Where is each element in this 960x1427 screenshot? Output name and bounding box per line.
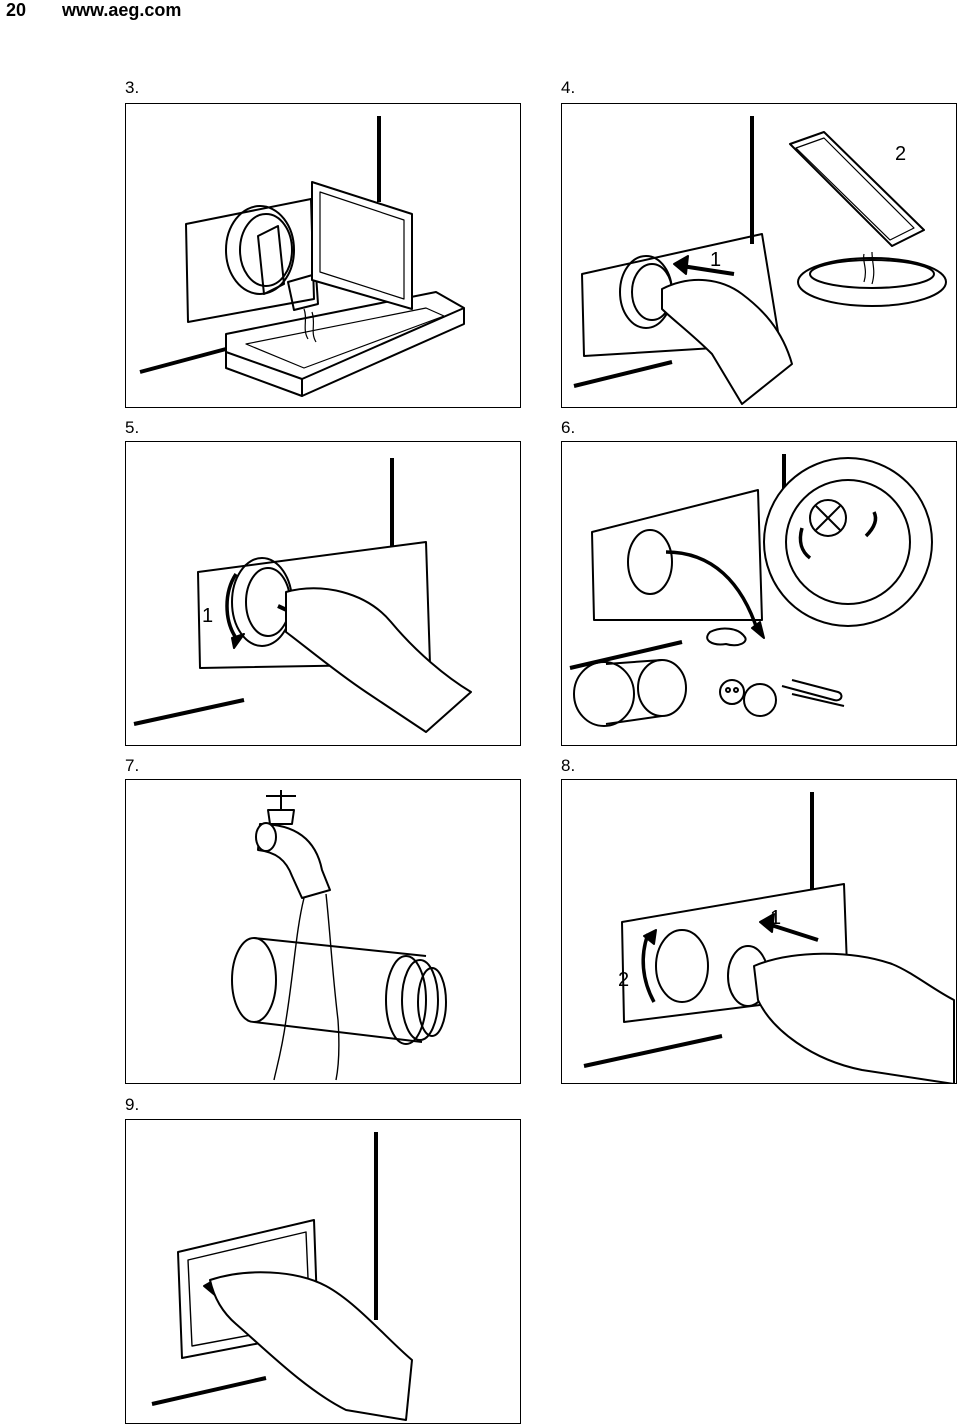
filter-icon: [573, 659, 687, 727]
step-3-illustration: [125, 103, 521, 408]
step-5-illustration: 1 2: [125, 441, 521, 746]
step-9-label: 9.: [125, 1095, 140, 1114]
arrow-icon: [759, 913, 819, 942]
step-4-illustration: 1 2: [561, 103, 957, 408]
hand-icon: [753, 952, 955, 1083]
hand-icon: [209, 1271, 413, 1421]
step-4-callout-2: 2: [895, 143, 906, 165]
filter-cover-icon: [231, 557, 293, 647]
step-5-callout-1: 1: [202, 605, 213, 627]
step-7-illustration: [125, 779, 521, 1084]
hand-icon: [661, 278, 793, 405]
step-7-label: 7.: [125, 756, 140, 775]
step-6-label: 6.: [561, 418, 576, 437]
lint-icon: [706, 627, 747, 647]
step-3-label: 3.: [125, 78, 140, 97]
page-number: 20: [6, 0, 27, 20]
step-9-illustration: [125, 1119, 521, 1424]
button-icon: [719, 679, 745, 705]
step-8-label: 8.: [561, 756, 576, 775]
step-8-callout-1: 1: [770, 907, 781, 929]
coin-icon: [743, 683, 777, 717]
step-8-callout-2: 2: [618, 969, 629, 991]
water-container-icon: [789, 131, 947, 307]
hand-icon: [285, 587, 472, 733]
step-4-label: 4.: [561, 78, 576, 97]
filter-icon: [231, 937, 447, 1045]
step-6-illustration: [561, 441, 957, 746]
step-8-illustration: 2 1: [561, 779, 957, 1084]
water-container-icon: [225, 181, 465, 397]
step-5-label: 5.: [125, 418, 140, 437]
step-4-callout-1: 1: [710, 249, 721, 271]
arrow-icon: [673, 255, 735, 276]
filter-cover-icon: [257, 225, 319, 311]
tap-icon: [255, 790, 331, 899]
paper-clip-icon: [781, 679, 845, 707]
header-url: www.aeg.com: [62, 0, 182, 20]
